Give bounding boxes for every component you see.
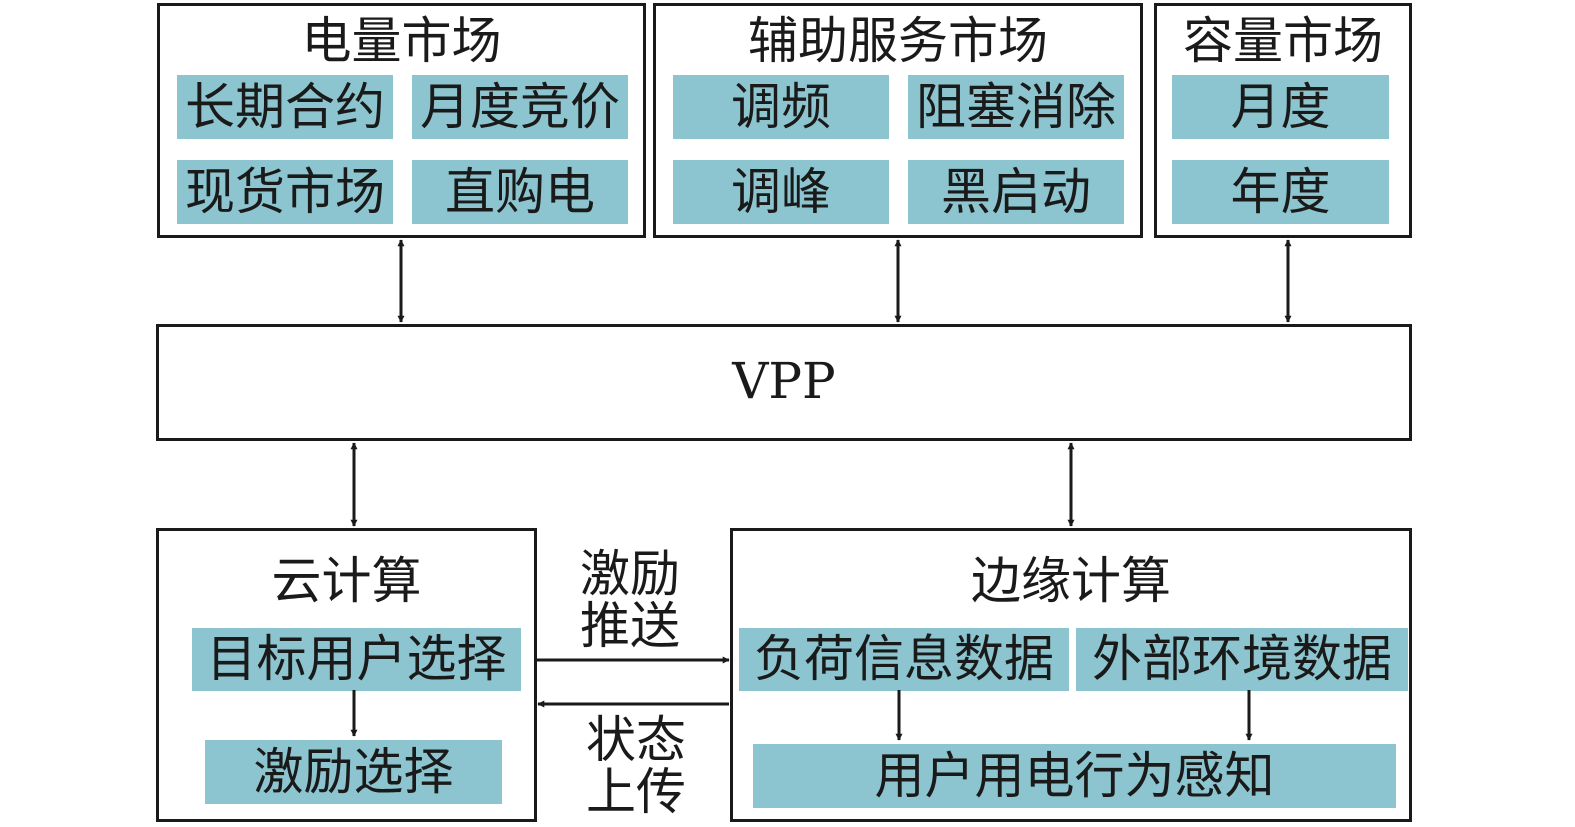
energy-market-box: 电量市场 长期合约 月度竞价 现货市场 直购电 [157,3,646,238]
edge-computing-box: 边缘计算 负荷信息数据 外部环境数据 用户用电行为感知 [730,528,1412,822]
energy-market-title: 电量市场 [301,12,502,70]
vpp-label: VPP [732,352,836,410]
ancillary-item-peak-regulation: 调峰 [673,160,889,224]
external-env-data: 外部环境数据 [1076,628,1408,691]
energy-item-direct-purchase: 直购电 [412,160,628,224]
capacity-item-monthly: 月度 [1172,75,1389,139]
energy-item-spot-market: 现货市场 [177,160,393,224]
cloud-computing-box: 云计算 目标用户选择 激励选择 [156,528,537,822]
incentive-push-line1: 激励 [580,545,680,603]
capacity-item-annual: 年度 [1172,160,1389,224]
energy-item-long-term-contract: 长期合约 [177,75,393,139]
edge-computing-title: 边缘计算 [971,552,1171,610]
status-upload-line2: 上传 [586,763,686,821]
ancillary-market-box: 辅助服务市场 调频 阻塞消除 调峰 黑启动 [653,3,1143,238]
ancillary-market-title: 辅助服务市场 [748,12,1048,70]
incentive-push-label: 激励 推送 [560,548,700,652]
status-upload-label: 状态 上传 [566,714,706,818]
status-upload-line1: 状态 [586,711,686,769]
ancillary-item-frequency-regulation: 调频 [673,75,889,139]
incentive-push-line2: 推送 [580,597,680,655]
vpp-box: VPP [156,324,1412,441]
ancillary-item-black-start: 黑启动 [908,160,1124,224]
user-behavior-perception: 用户用电行为感知 [753,744,1396,808]
incentive-selection: 激励选择 [205,740,502,804]
capacity-market-box: 容量市场 月度 年度 [1154,3,1412,238]
energy-item-monthly-bidding: 月度竞价 [412,75,628,139]
target-user-selection: 目标用户选择 [192,628,521,691]
cloud-computing-title: 云计算 [271,552,422,610]
load-info-data: 负荷信息数据 [739,628,1069,691]
capacity-market-title: 容量市场 [1183,12,1383,70]
ancillary-item-congestion-relief: 阻塞消除 [908,75,1124,139]
